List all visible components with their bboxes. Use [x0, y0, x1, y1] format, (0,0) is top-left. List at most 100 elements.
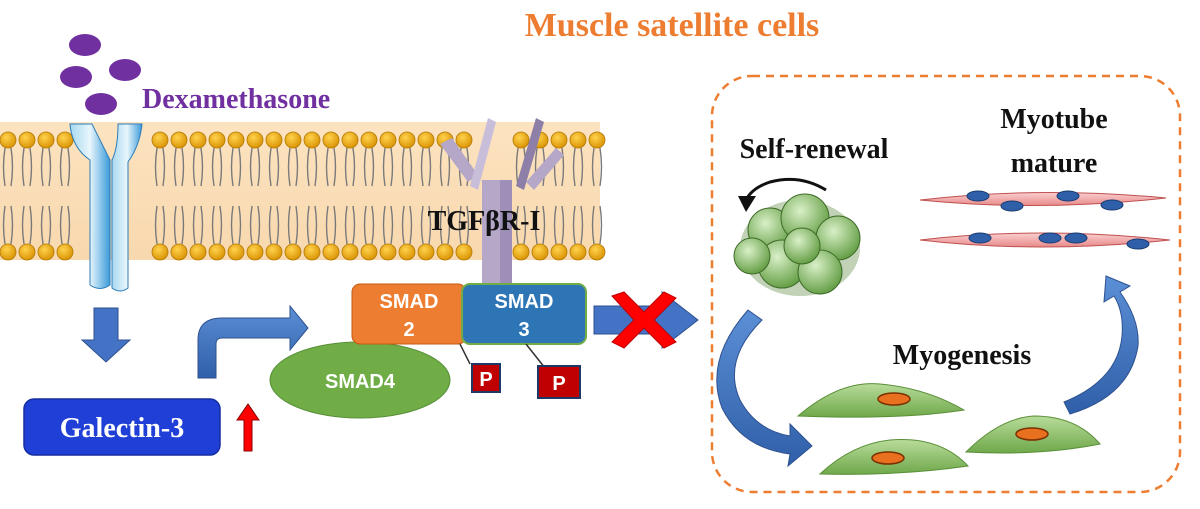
lipid-tail: [325, 205, 329, 245]
lipid-tail: [211, 147, 215, 187]
lipid-head: [37, 131, 55, 149]
lipid-tail: [10, 147, 14, 187]
lipid-tail: [40, 205, 44, 245]
smad2-label-line1: SMAD: [380, 291, 439, 313]
lipid-head: [37, 243, 55, 261]
lipid-tail: [458, 205, 462, 245]
lipid-head: [341, 131, 359, 149]
lipid-head: [398, 131, 416, 149]
lipid-tail: [352, 147, 356, 187]
lipid-tail: [154, 147, 158, 187]
lipid-head: [265, 131, 283, 149]
dexamethasone-label: Dexamethasone: [142, 84, 330, 115]
lipid-tail: [29, 147, 33, 187]
lipid-tail: [21, 147, 25, 187]
lipid-tail: [363, 205, 367, 245]
lipid-tail: [238, 147, 242, 187]
lipid-head: [588, 131, 606, 149]
lipid-tail: [401, 205, 405, 245]
lipid-head: [531, 243, 549, 261]
lipid-tail: [447, 205, 451, 245]
lipid-tail: [230, 205, 234, 245]
smad-complex: SMAD4 SMAD 2 SMAD 3 P P: [269, 283, 587, 419]
satellite-cell-cluster: [733, 193, 861, 296]
dexamethasone-molecules: [60, 34, 141, 115]
lipid-tail: [390, 205, 394, 245]
lipid-tail: [230, 147, 234, 187]
lipid-tail: [466, 205, 470, 245]
lipid-head: [455, 131, 473, 149]
lipid-tail: [534, 205, 538, 245]
self-renewal-label: Self-renewal: [740, 134, 889, 165]
lipid-head: [189, 243, 207, 261]
lipid-head: [379, 131, 397, 149]
lipid-head: [360, 131, 378, 149]
lipid-tail: [591, 147, 595, 187]
lipid-head: [455, 243, 473, 261]
lipid-head: [303, 131, 321, 149]
lipid-tail: [382, 147, 386, 187]
lipid-tail: [523, 205, 527, 245]
lipid-head: [151, 131, 169, 149]
inhibited-signal-arrow: [593, 290, 699, 350]
lipid-tail: [249, 205, 253, 245]
lipid-head: [189, 131, 207, 149]
lipid-tail: [439, 147, 443, 187]
lipid-tail: [154, 205, 158, 245]
lipid-tail: [257, 205, 261, 245]
lipid-head: [417, 243, 435, 261]
myotube-bottom: [919, 232, 1171, 250]
lipid-tail: [599, 205, 603, 245]
galectin-3-label: Galectin-3: [60, 413, 184, 444]
membrane-receptor-channel: [69, 123, 143, 292]
lipid-tail: [173, 147, 177, 187]
lipid-tail: [580, 147, 584, 187]
lipid-tail: [572, 205, 576, 245]
lipid-tail: [276, 147, 280, 187]
lipid-head: [512, 131, 530, 149]
lipid-tail: [268, 205, 272, 245]
lipid-tail: [238, 205, 242, 245]
lipid-tail: [2, 147, 6, 187]
lipid-head: [265, 243, 283, 261]
lipid-tail: [325, 147, 329, 187]
lipid-tail: [200, 147, 204, 187]
lipid-tail: [333, 147, 337, 187]
lipid-tail: [401, 147, 405, 187]
lipid-tail: [599, 147, 603, 187]
lipid-head: [550, 131, 568, 149]
lipid-tail: [306, 147, 310, 187]
lipid-tail: [409, 205, 413, 245]
lipid-head: [379, 243, 397, 261]
down-arrow-to-galectin: [80, 307, 132, 363]
lipid-tail: [382, 205, 386, 245]
lipid-tail: [48, 205, 52, 245]
lipid-head: [303, 243, 321, 261]
lipid-tail: [439, 205, 443, 245]
lipid-head: [569, 131, 587, 149]
lipid-head: [436, 243, 454, 261]
lipid-tail: [181, 147, 185, 187]
lipid-tail: [553, 205, 557, 245]
lipid-tail: [542, 205, 546, 245]
lipid-tail: [409, 147, 413, 187]
lipid-tail: [59, 147, 63, 187]
lipid-tail: [420, 205, 424, 245]
phosphate-label-1: P: [479, 369, 492, 391]
lipid-head: [18, 131, 36, 149]
lipid-tail: [21, 205, 25, 245]
lipid-head: [246, 131, 264, 149]
lipid-tail: [344, 205, 348, 245]
lipid-tail: [333, 205, 337, 245]
myotube-label-line2: mature: [1011, 148, 1098, 179]
smad3-block: [461, 283, 587, 345]
curved-arrow-to-myoblasts: [716, 309, 813, 468]
lipid-tail: [371, 147, 375, 187]
lipid-tail: [591, 205, 595, 245]
lipid-tail: [200, 205, 204, 245]
lipid-tail: [162, 205, 166, 245]
lipid-head: [322, 131, 340, 149]
figure-title: Muscle satellite cells: [525, 7, 820, 44]
myoblast-cell-2: [818, 439, 970, 475]
lipid-tail: [420, 147, 424, 187]
